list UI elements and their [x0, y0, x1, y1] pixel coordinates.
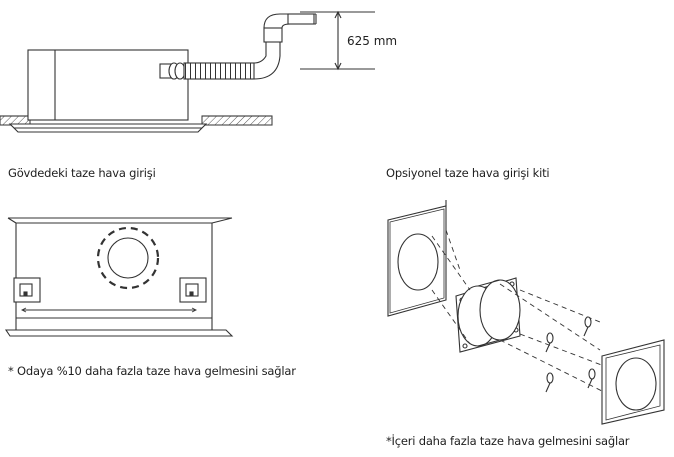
knockout-hole	[96, 226, 160, 290]
unit-outlet	[159, 62, 186, 80]
indoor-unit	[8, 49, 208, 133]
optional-kit-diagram	[387, 200, 665, 425]
optional-kit-caption: Opsiyonel taze hava girişi kiti	[386, 166, 550, 180]
right-bracket	[179, 277, 207, 303]
flexible-duct	[183, 13, 317, 80]
top-installation-diagram	[0, 10, 375, 133]
left-footnote: * Odaya %10 daha fazla taze hava gelmesi…	[8, 364, 296, 378]
left-bracket	[13, 277, 41, 303]
body-fresh-air-caption: Gövdedeki taze hava girişi	[8, 166, 156, 180]
height-dimension-lines	[300, 10, 375, 71]
right-footnote: *İçeri daha fazla taze hava gelmesini sa…	[386, 434, 630, 448]
body-fresh-air-diagram	[4, 217, 234, 337]
kit-front-plate	[601, 339, 665, 425]
kit-tube	[457, 279, 521, 347]
assembly-guides	[431, 229, 621, 401]
kit-back-plate	[387, 200, 447, 317]
kit-screws	[545, 316, 596, 393]
height-dimension: 625 mm	[347, 34, 397, 48]
